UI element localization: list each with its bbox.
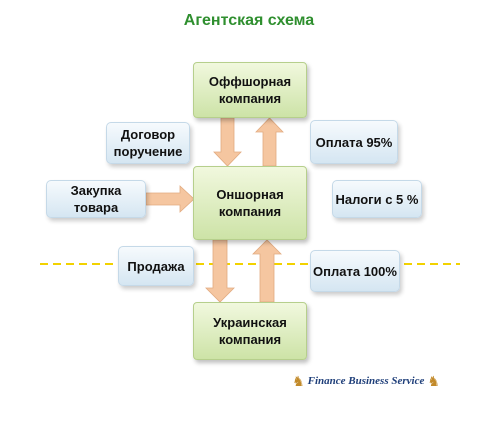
sale-label: Продажа	[127, 258, 185, 274]
offshore-company-label: Оффшорная компания	[208, 74, 292, 106]
payment-95-node: Оплата 95%	[310, 120, 398, 164]
arrow-onshore-to-ukrainian	[205, 239, 235, 303]
payment-100-node: Оплата 100%	[310, 250, 400, 292]
taxes-label: Налоги с 5 %	[335, 191, 419, 207]
payment-100-label: Оплата 100%	[313, 263, 397, 279]
purchase-label: Закупка товара	[70, 183, 122, 215]
arrow-ukrainian-to-onshore	[252, 239, 282, 303]
arrow-offshore-to-onshore	[213, 117, 242, 167]
lion-left-icon: ♞	[292, 372, 305, 389]
contract-node: Договор поручение	[106, 122, 190, 164]
footer-text: Finance Business Service	[307, 375, 425, 387]
payment-95-label: Оплата 95%	[315, 134, 393, 150]
footer-logo: ♞ Finance Business Service ♞	[288, 370, 444, 392]
arrow-onshore-to-offshore	[255, 117, 284, 167]
onshore-company-node: Оншорная компания	[193, 166, 307, 240]
contract-label: Договор поручение	[113, 127, 183, 159]
diagram-title: Агентская схема	[183, 12, 315, 29]
lion-right-icon: ♞	[427, 372, 440, 389]
taxes-node: Налоги с 5 %	[332, 180, 422, 218]
ukrainian-company-node: Украинская компания	[193, 302, 307, 360]
offshore-company-node: Оффшорная компания	[193, 62, 307, 118]
purchase-node: Закупка товара	[46, 180, 146, 218]
sale-node: Продажа	[118, 246, 194, 286]
ukrainian-company-label: Украинская компания	[213, 315, 287, 347]
arrow-purchase-to-onshore	[145, 185, 195, 213]
onshore-company-label: Оншорная компания	[216, 187, 284, 219]
